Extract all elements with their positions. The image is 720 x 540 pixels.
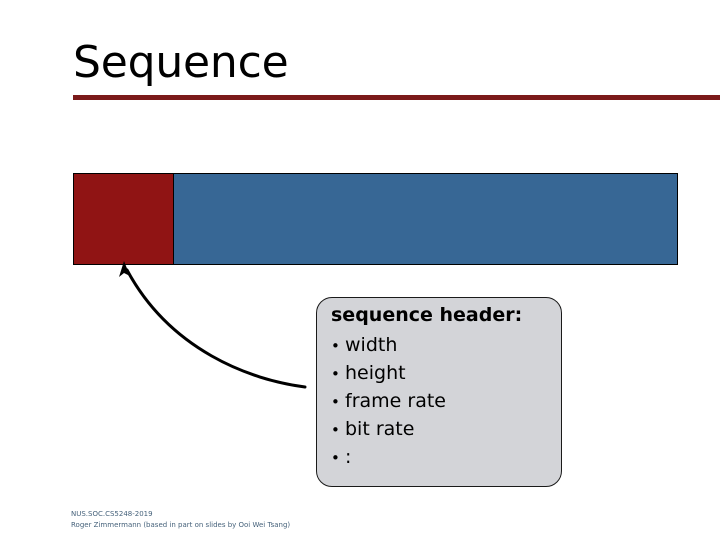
- bullet-icon: •: [331, 337, 340, 355]
- bullet-icon: •: [331, 421, 340, 440]
- bullet-icon: •: [331, 365, 340, 384]
- list-item-label: :: [345, 446, 352, 469]
- footer-course-code: NUS.SOC.CS5248-2019: [71, 510, 153, 518]
- list-item: • frame rate: [331, 387, 551, 415]
- list-item: • width: [331, 331, 551, 359]
- callout-box: sequence header: • width • height • fram…: [316, 297, 562, 487]
- list-item: • bit rate: [331, 415, 551, 443]
- list-item: • :: [331, 443, 551, 471]
- callout-list: • width • height • frame rate • bit rate…: [331, 331, 551, 472]
- title-divider: [73, 95, 720, 100]
- list-item-label: bit rate: [345, 418, 415, 441]
- list-item-label: frame rate: [345, 390, 446, 413]
- page-title: Sequence: [73, 37, 289, 88]
- sequence-header-segment: [74, 174, 174, 264]
- list-item-label: height: [345, 362, 406, 385]
- bullet-icon: •: [331, 393, 340, 412]
- callout-title: sequence header:: [331, 304, 523, 326]
- sequence-bar: [73, 173, 678, 265]
- sequence-body-segment: [174, 174, 677, 264]
- bullet-icon: •: [331, 449, 340, 468]
- footer: NUS.SOC.CS5248-2019 Roger Zimmermann (ba…: [71, 509, 290, 531]
- list-item-label: width: [345, 334, 398, 356]
- list-item: • height: [331, 359, 551, 387]
- callout-arrow-icon: [119, 261, 307, 389]
- footer-attribution: Roger Zimmermann (based in part on slide…: [71, 520, 291, 529]
